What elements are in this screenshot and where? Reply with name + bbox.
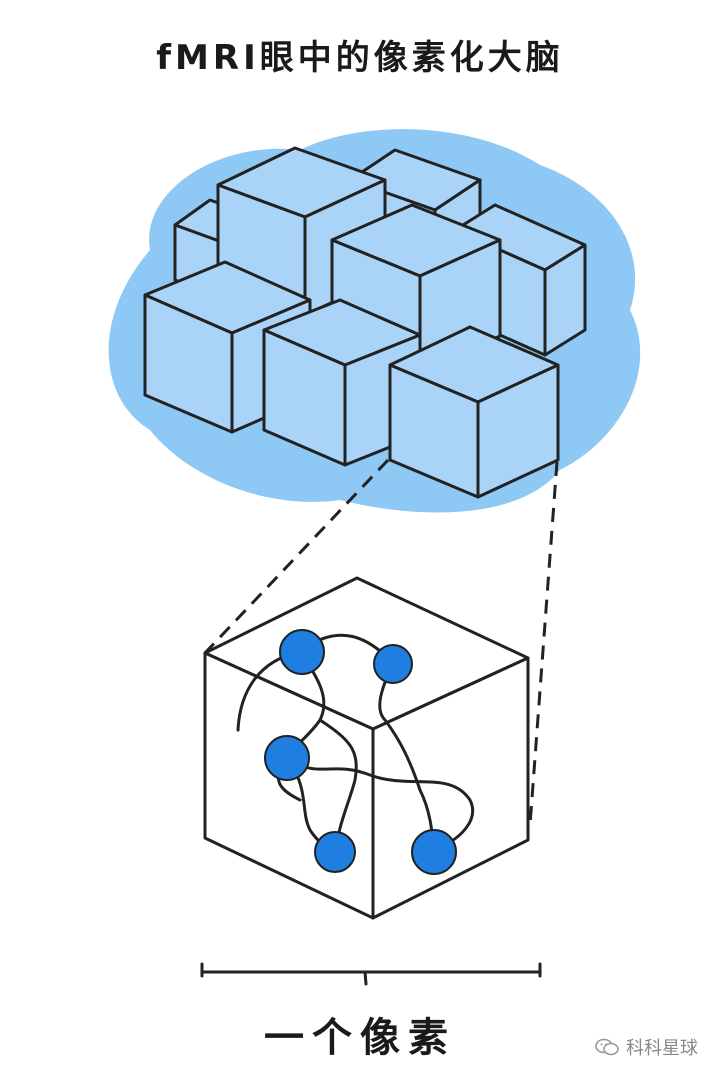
wechat-icon <box>595 1038 619 1056</box>
diagram-title: fMRI眼中的像素化大脑 <box>156 38 564 78</box>
neuron-node <box>279 629 325 675</box>
enlarged-pixel-cube <box>203 576 530 920</box>
neuron-node <box>314 831 356 873</box>
neuron-node <box>411 829 457 875</box>
neuron-node <box>373 644 413 684</box>
pixel-label: 一个像素 <box>264 1015 456 1061</box>
watermark-text: 科科星球 <box>626 1038 698 1059</box>
neuron-node <box>264 735 310 781</box>
pixel-width-bracket <box>200 962 542 986</box>
watermark: 科科星球 <box>594 1034 698 1060</box>
neurons <box>264 629 457 875</box>
highlighted-voxel-cube <box>388 325 560 499</box>
zoom-line-right <box>528 461 559 826</box>
